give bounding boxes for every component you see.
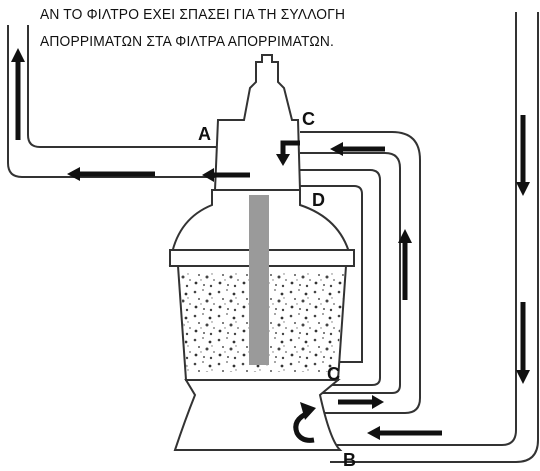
center-pipe	[249, 195, 269, 365]
outlet-pipe	[7, 25, 222, 178]
arrow-left-outlet-head	[67, 167, 80, 181]
arrow-up-left-pipe-head	[11, 48, 25, 62]
inlet-pipe	[320, 12, 539, 463]
arrow-down-right-2-head	[516, 370, 530, 384]
arrow-left-bottom-inlet-head	[367, 426, 380, 440]
label-c-bottom: C	[327, 364, 340, 384]
return-loop-pipe	[300, 131, 421, 414]
arrow-into-valve-head	[276, 154, 290, 166]
arrow-left-valve-head	[202, 168, 214, 182]
pump-base	[173, 379, 343, 451]
arrow-left-top-inlet-head	[330, 142, 343, 156]
arrow-pump-rotation	[293, 410, 315, 443]
arrow-up-return-head	[398, 229, 412, 243]
valve-head	[213, 54, 302, 191]
caption-line-1: ΑΝ ΤΟ ΦΙΛΤΡΟ ΕΧΕΙ ΣΠΑΣΕΙ ΓΙΑ ΤΗ ΣΥΛΛΟΓΗ	[40, 6, 346, 23]
arrow-down-right-1-head	[516, 182, 530, 196]
bypass-pipe	[298, 169, 381, 386]
label-b: B	[343, 450, 356, 470]
arrow-pump-rotation-head	[300, 402, 316, 420]
label-a: A	[198, 124, 211, 144]
arrow-into-valve	[280, 140, 300, 158]
label-d: D	[312, 190, 325, 210]
flow-arrows	[11, 48, 530, 443]
caption-line-2: ΑΠΟΡΡΙΜΑΤΩΝ ΣΤΑ ΦΙΛΤΡΑ ΑΠΟΡΡΙΜΑΤΩΝ.	[40, 33, 335, 50]
arrow-right-pump-head	[372, 395, 384, 409]
label-c-top: C	[302, 109, 315, 129]
